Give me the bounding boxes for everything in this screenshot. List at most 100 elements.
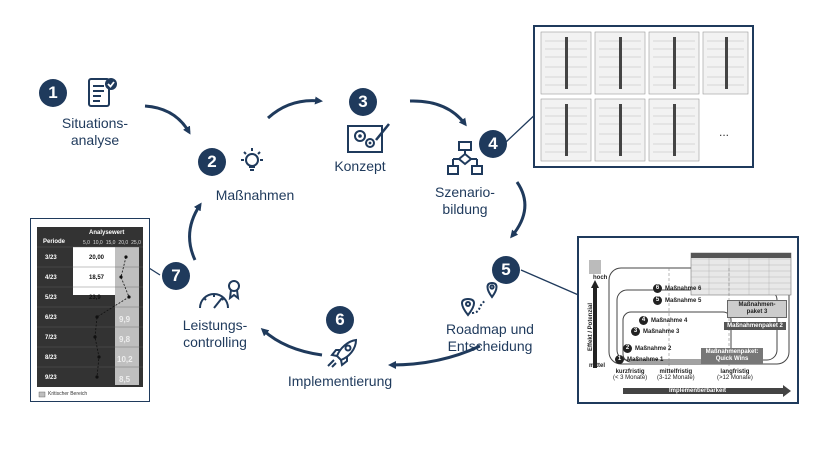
row-5-23-period: 5/23 [45,295,57,301]
route-pin-icon [461,281,498,317]
arrow-6-7 [260,327,323,357]
package-1-line1: Maßnahmenpaket: [705,349,759,355]
gear-pencil-icon [347,123,390,153]
step-3-badge: 3 [349,88,377,116]
measure-5: 5 Maßnahme 5 [653,296,701,305]
step-7-label-line1: Leistungs- [182,317,248,333]
step-7-label-line2: controlling [183,334,247,350]
x-tick-short: kurzfristig (< 3 Monate) [613,369,647,381]
gauge-award-icon [199,280,240,309]
step-2-badge: 2 [198,148,226,176]
step-6-badge: 6 [326,306,354,334]
step-5-label-line1: Roadmap und [446,321,534,337]
row-3-23-period: 3/23 [45,255,57,261]
x-tick-mid-sub: (3-12 Monate) [657,375,695,381]
measure-5-num: 5 [653,296,662,305]
row-6-23-value: 9,9 [119,315,131,324]
x-axis-label: Implementierbarkeit [669,388,727,394]
y-mid-label: mittel [589,363,606,369]
arrow-7-2 [188,202,202,261]
tick-0: 5,0 [83,240,90,246]
step-1-label-line2: analyse [70,132,120,148]
step-5-badge: 5 [492,256,520,284]
roadmap-thumbnail: hoch Effekt / Potenzial mittel 6 Maßnahm… [577,236,799,404]
roadmap-thumbnail-graphics [589,252,792,397]
package-1-box: Maßnahmenpaket: Quick Wins [701,348,763,364]
checklist-icon [88,78,117,107]
package-3-line2: paket 3 [746,309,768,315]
step-1-label: Situations- analyse [55,115,135,149]
step-7-label: Leistungs- controlling [175,317,255,351]
step-7-badge: 7 [162,262,190,290]
step-4-label-line2: bildung [442,201,488,217]
package-3-line1: Maßnahmen- [738,302,776,308]
measure-2-num: 2 [623,344,632,353]
row-9-23-period: 9/23 [45,375,57,381]
package-2-box: Maßnahmenpaket 2 [724,322,786,330]
step-2-label: Maßnahmen [205,187,305,204]
row-4-23-period: 4/23 [45,275,57,281]
flowchart-icon [447,141,483,175]
x-tick-short-sub: (< 3 Monate) [613,375,648,381]
y-axis-label: Effekt / Potenzial [588,303,594,352]
row-7-23-value: 9,8 [119,335,131,344]
step-5-label-line2: Entscheidung [447,338,533,354]
measure-4-num: 4 [639,316,648,325]
tick-1: 10,0 [92,240,103,246]
measure-3: 3 Maßnahme 3 [631,327,679,336]
x-tick-long: langfristig (>12 Monate) [717,369,753,381]
row-3-23-value: 20,00 [89,255,105,261]
scenario-thumbnail-ellipsis: ... [719,125,730,139]
controlling-thumbnail-graphics [37,227,143,398]
measure-6-num: 6 [653,284,662,293]
measure-2: 2 Maßnahme 2 [623,344,671,353]
y-high-label: hoch [593,275,608,281]
row-7-23-period: 7/23 [45,335,57,341]
measure-2-label: Maßnahme 2 [635,345,672,352]
step-4-label-line1: Szenario- [435,184,495,200]
arrow-3-4 [409,99,467,127]
measure-3-label: Maßnahme 3 [643,328,680,335]
tick-2: 15,0 [105,240,116,246]
step-1-label-line1: Situations- [61,115,129,131]
step-1-badge: 1 [39,79,67,107]
measure-6: 6 Maßnahme 6 [653,284,701,293]
callout-line-7 [148,267,161,276]
arrow-2-3 [266,96,323,120]
measure-3-num: 3 [631,327,640,336]
lightbulb-icon [241,148,263,171]
step-6-label: Implementierung [280,373,400,390]
x-tick-mid: mittelfristig (3-12 Monate) [657,369,695,381]
x-tick-long-sub: (>12 Monate) [717,375,753,381]
tick-3: 20,0 [118,240,129,246]
step-4-label: Szenario- bildung [425,184,505,218]
measure-5-label: Maßnahme 5 [665,297,702,304]
package-3-box: Maßnahmen- paket 3 [727,300,787,318]
measure-1-num: 1 [615,355,624,364]
step-4-badge: 4 [479,130,507,158]
row-4-23-value: 18,57 [89,275,105,281]
step-3-label: Konzept [320,158,400,175]
x-tick-mid-main: mittelfristig [659,369,693,375]
package-1-line2: Quick Wins [715,356,749,362]
measure-6-label: Maßnahme 6 [665,285,702,292]
controlling-col-value: Analysewert [89,230,125,236]
row-8-23-value: 10,2 [117,355,133,364]
tick-4: 25,0 [131,240,141,246]
controlling-thumbnail: Periode Analysewert 5,0 10,0 15,0 20,0 2… [30,218,150,402]
arrow-4-5 [510,181,527,239]
arrow-1-2 [144,104,191,135]
measure-1: 1 Maßnahme 1 [615,355,663,364]
measure-1-label: Maßnahme 1 [627,356,664,363]
row-9-23-value: 8,5 [119,375,131,384]
controlling-col-period: Periode [43,239,66,245]
scenario-thumbnail-grid [540,31,749,162]
controlling-legend: Kritischer Bereich [48,391,88,397]
arrow-5-6 [388,344,481,369]
rocket-icon [327,338,358,368]
measure-4: 4 Maßnahme 4 [639,316,687,325]
row-6-23-period: 6/23 [45,315,57,321]
x-tick-short-main: kurzfristig [615,369,645,375]
